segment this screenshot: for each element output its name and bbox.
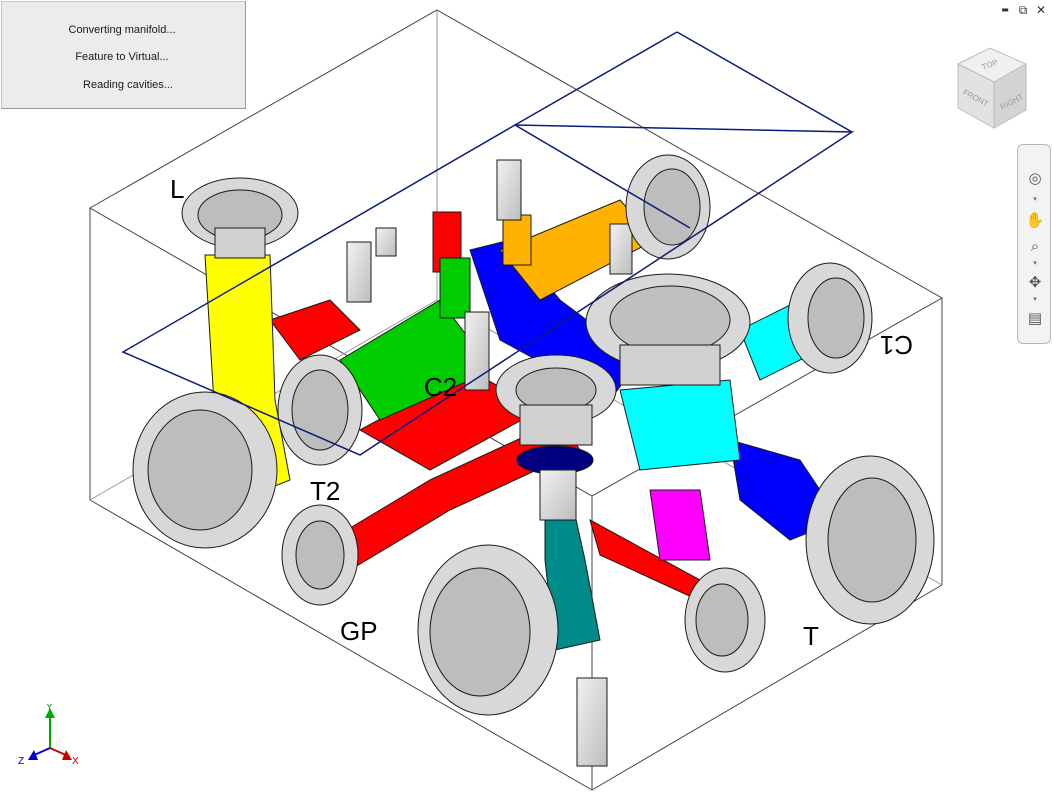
- status-panel: Converting manifold... Feature to Virtua…: [1, 1, 246, 109]
- port-upper-rear: [625, 154, 711, 260]
- port-label-T: T: [803, 621, 819, 651]
- port-T: [805, 455, 935, 625]
- viewcube[interactable]: TOP FRONT RIGHT: [948, 44, 1032, 132]
- minimize-button[interactable]: ▬: [1001, 5, 1009, 14]
- zoom-icon[interactable]: ⌕: [1030, 237, 1040, 255]
- plug-pin: [576, 677, 608, 767]
- triad-x-label: X: [72, 756, 79, 767]
- port-GP: [281, 504, 359, 606]
- orbit-icon[interactable]: ✥: [1028, 273, 1042, 291]
- port-center-top: [495, 354, 617, 446]
- navigation-bar: ◎ ▾ ✋ ⌕ ▾ ✥ ▾ ▤: [1017, 144, 1051, 344]
- viewcube-right-face[interactable]: [993, 63, 1027, 129]
- chevron-down-icon[interactable]: ▾: [1033, 195, 1037, 203]
- port-front-small: [684, 567, 766, 673]
- gallery-red: [269, 299, 361, 361]
- close-button[interactable]: ✕: [1035, 3, 1047, 17]
- port-cavities: [132, 154, 935, 716]
- port-C1: [787, 262, 873, 374]
- chevron-down-icon[interactable]: ▾: [1033, 259, 1037, 267]
- triad-y-label: Y: [46, 704, 53, 713]
- plug-pin: [464, 311, 490, 391]
- gallery-orange: [502, 214, 532, 266]
- port-C1-top: [585, 273, 751, 386]
- port-front-large: [417, 544, 559, 716]
- window-controls: ▬ ⧉ ✕: [997, 2, 1049, 18]
- port-label-C2: C2: [424, 372, 457, 402]
- plug-pin: [496, 159, 522, 221]
- status-line-reading: Reading cavities...: [83, 79, 173, 91]
- coordinate-triad: Y X Z: [14, 702, 86, 772]
- port-C2-cross: [277, 354, 363, 466]
- walk-icon[interactable]: ▤: [1027, 309, 1043, 327]
- port-label-C1: C1: [880, 330, 913, 360]
- steering-wheel-icon[interactable]: ◎: [1028, 169, 1042, 187]
- gallery-magenta: [649, 489, 711, 561]
- port-label-T2: T2: [310, 476, 340, 506]
- pan-icon[interactable]: ✋: [1025, 211, 1045, 229]
- manifold-galleries: [204, 159, 841, 767]
- plug-pin: [375, 227, 397, 257]
- selection-outline: [121, 31, 855, 456]
- status-line-feature: Feature to Virtual...: [75, 51, 169, 63]
- restore-button[interactable]: ⧉: [1018, 3, 1028, 17]
- port-L: [181, 177, 299, 259]
- port-label-L: L: [170, 174, 184, 204]
- port-label-GP: GP: [340, 616, 378, 646]
- plug-pin: [609, 223, 633, 275]
- chevron-down-icon[interactable]: ▾: [1033, 295, 1037, 303]
- port-T2: [132, 391, 278, 549]
- gallery-cyan: [619, 379, 741, 471]
- gallery-green: [439, 257, 471, 319]
- plug-pin: [539, 469, 577, 521]
- status-line-converting: Converting manifold...: [68, 24, 176, 36]
- triad-z-label: Z: [18, 756, 24, 767]
- plug-pin: [346, 241, 372, 303]
